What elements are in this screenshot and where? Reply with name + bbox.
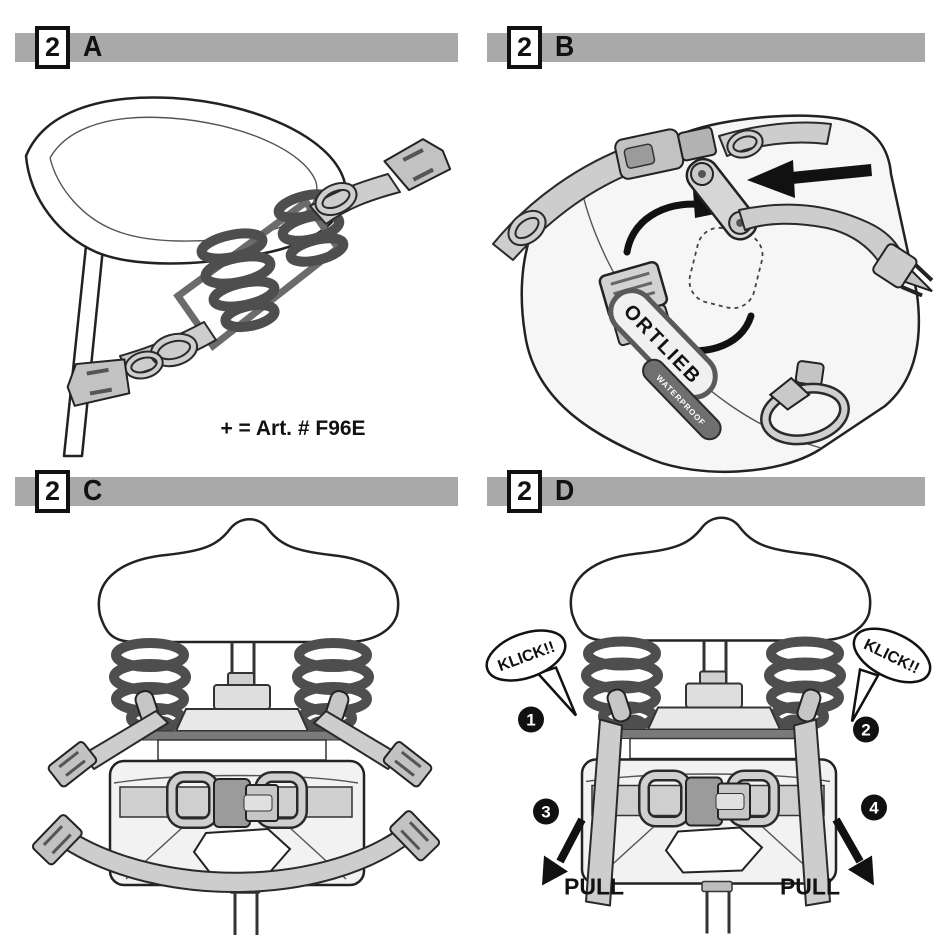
strap-upper-right [309, 138, 452, 225]
panel-letter-d: D [555, 475, 575, 507]
buckle-lower-left [31, 814, 83, 866]
buckle-male [872, 243, 934, 298]
seat-post [233, 893, 259, 935]
svg-text:1: 1 [526, 711, 535, 730]
svg-text:2: 2 [861, 721, 870, 740]
figure-mounted-rear-view [31, 518, 441, 935]
step-number-box: 2 [507, 470, 542, 513]
pull-strap-right [793, 718, 831, 907]
pull-arrow-right: PULL [780, 817, 874, 900]
figure-saddle-side-view: + = Art. # F96E [24, 96, 452, 458]
svg-text:4: 4 [869, 799, 879, 818]
rolltop-closure [492, 121, 832, 261]
step-number: 2 [44, 476, 61, 506]
mounting-adapter [137, 672, 345, 761]
panel-b-header: 2 B [487, 26, 925, 69]
figure-bag-bracket: ORTLIEB WATERPROOF [492, 114, 934, 474]
saddle-bag [108, 759, 366, 894]
step-number: 2 [516, 32, 533, 62]
panel-c-header: 2 C [15, 470, 458, 513]
step-number: 2 [516, 476, 533, 506]
pull-arrow-left: PULL [542, 817, 624, 900]
panel-letter-c: C [83, 475, 103, 507]
panel-a-header: 2 A [15, 26, 458, 69]
klick-callout-left: KLICK!! [485, 629, 578, 717]
step-number: 2 [44, 32, 61, 62]
loose-straps [31, 710, 441, 893]
step-number-box: 2 [507, 26, 542, 69]
ortlieb-logo: ORTLIEB WATERPROOF [608, 288, 722, 441]
push-arrow [747, 160, 872, 198]
step-marker-2: 2 [853, 716, 879, 743]
buckle-upper-left [47, 741, 98, 788]
step-marker-1: 1 [518, 706, 544, 733]
buckle-lower-right [389, 810, 441, 862]
spring-front-left [196, 228, 280, 333]
strap-upper-right [313, 710, 401, 770]
saddle [97, 518, 400, 644]
panel-letter-b: B [555, 31, 575, 63]
article-number-caption: + = Art. # F96E [220, 417, 365, 440]
step-number-box: 2 [35, 470, 70, 513]
spring-rear-right [273, 189, 349, 267]
saddle-rear-view-core [97, 518, 400, 935]
panel-d-header: 2 D [487, 470, 925, 513]
strap-upper-left [81, 710, 169, 770]
pull-right-text: PULL [780, 874, 840, 900]
strap-right [738, 203, 934, 298]
svg-text:3: 3 [541, 803, 550, 822]
pull-strap-left [585, 718, 623, 907]
buckle-right [383, 138, 452, 192]
mounting-bracket [685, 157, 758, 241]
step-number-box: 2 [35, 26, 70, 69]
klick-callout-right: KLICK!! [850, 627, 932, 723]
rolltop-buckle [614, 126, 717, 180]
buckle-upper-right [382, 741, 433, 788]
seat-post [62, 229, 113, 458]
step-marker-4: 4 [861, 794, 887, 821]
panel-letter-a: A [83, 31, 103, 63]
pull-left-text: PULL [564, 874, 624, 900]
d-ring [760, 360, 850, 446]
buckle-left [66, 358, 131, 407]
figure-click-and-pull: KLICK!! KLICK!! 1 2 3 4 [485, 512, 932, 935]
step-marker-3: 3 [533, 798, 559, 825]
strap-lower-left [66, 321, 217, 407]
